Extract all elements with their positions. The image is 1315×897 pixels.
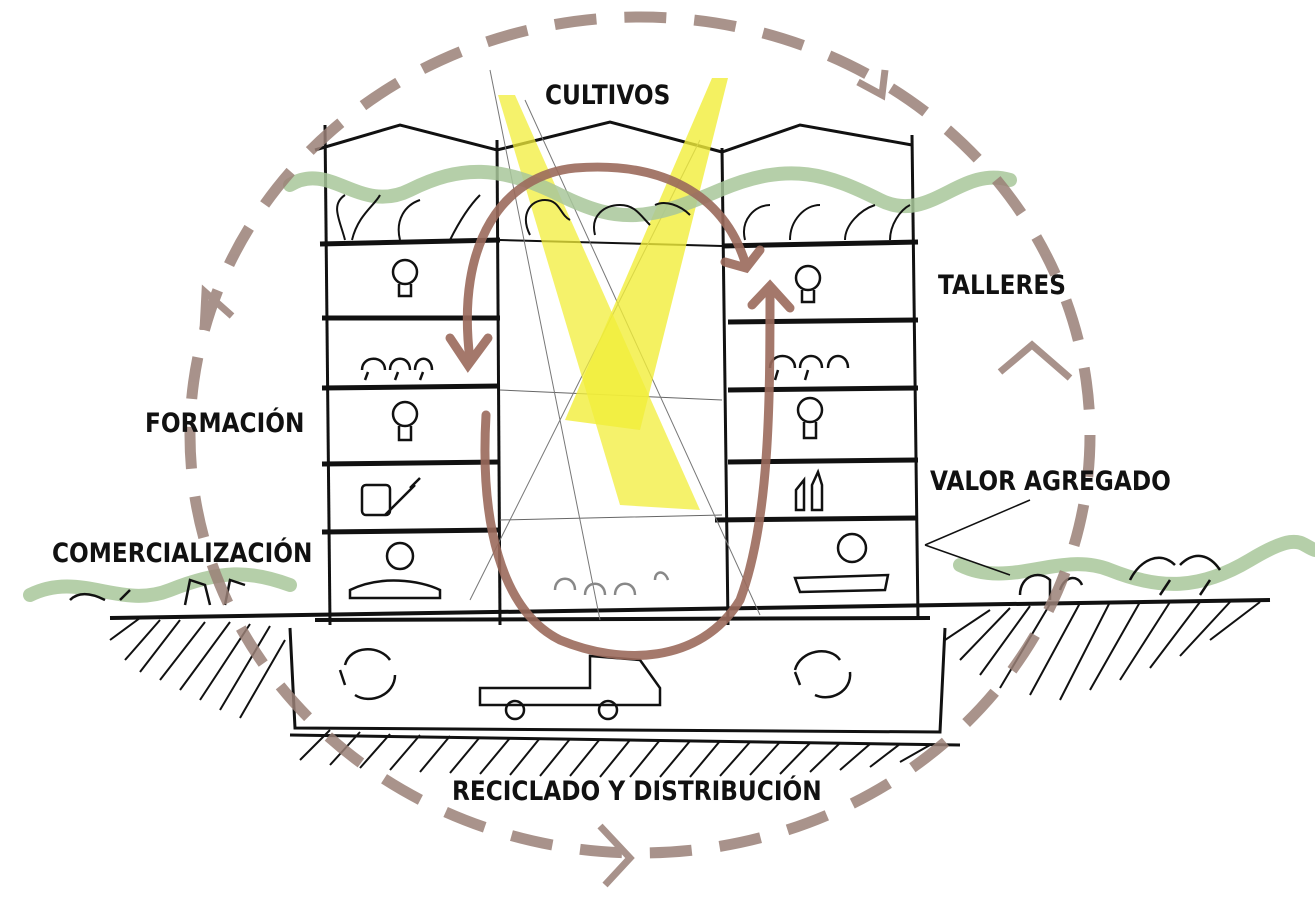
recycle-icon bbox=[338, 648, 852, 701]
rooftop-plants bbox=[336, 194, 911, 241]
leader-line bbox=[924, 499, 1031, 576]
basement-outline bbox=[288, 627, 947, 734]
ground-hatching bbox=[109, 598, 1271, 778]
outer-cycle-circle bbox=[184, 11, 1096, 888]
coin-hand-icon bbox=[348, 532, 890, 600]
bottles-icon bbox=[794, 468, 824, 512]
jar-carrot-icon bbox=[360, 477, 421, 517]
floor-icons bbox=[69, 258, 1222, 721]
label-valor-agregado: VALOR AGREGADO bbox=[930, 466, 1171, 497]
outside-figures bbox=[69, 554, 1222, 606]
lightbulb-icon bbox=[391, 258, 824, 442]
sunlight-beams bbox=[498, 78, 728, 510]
label-talleres: TALLERES bbox=[938, 270, 1066, 301]
label-comercializacion: COMERCIALIZACIÓN bbox=[52, 538, 313, 569]
inner-cycle-arrow bbox=[445, 162, 795, 660]
label-formacion: FORMACIÓN bbox=[145, 408, 305, 439]
label-reciclado-distribucion: RECICLADO Y DISTRIBUCIÓN bbox=[452, 776, 822, 807]
ground-floor-people-icon bbox=[553, 571, 670, 596]
vegetation-wave bbox=[23, 164, 1315, 603]
people-icon bbox=[360, 354, 850, 381]
label-cultivos: CULTIVOS bbox=[545, 80, 671, 111]
truck-icon bbox=[478, 654, 662, 721]
